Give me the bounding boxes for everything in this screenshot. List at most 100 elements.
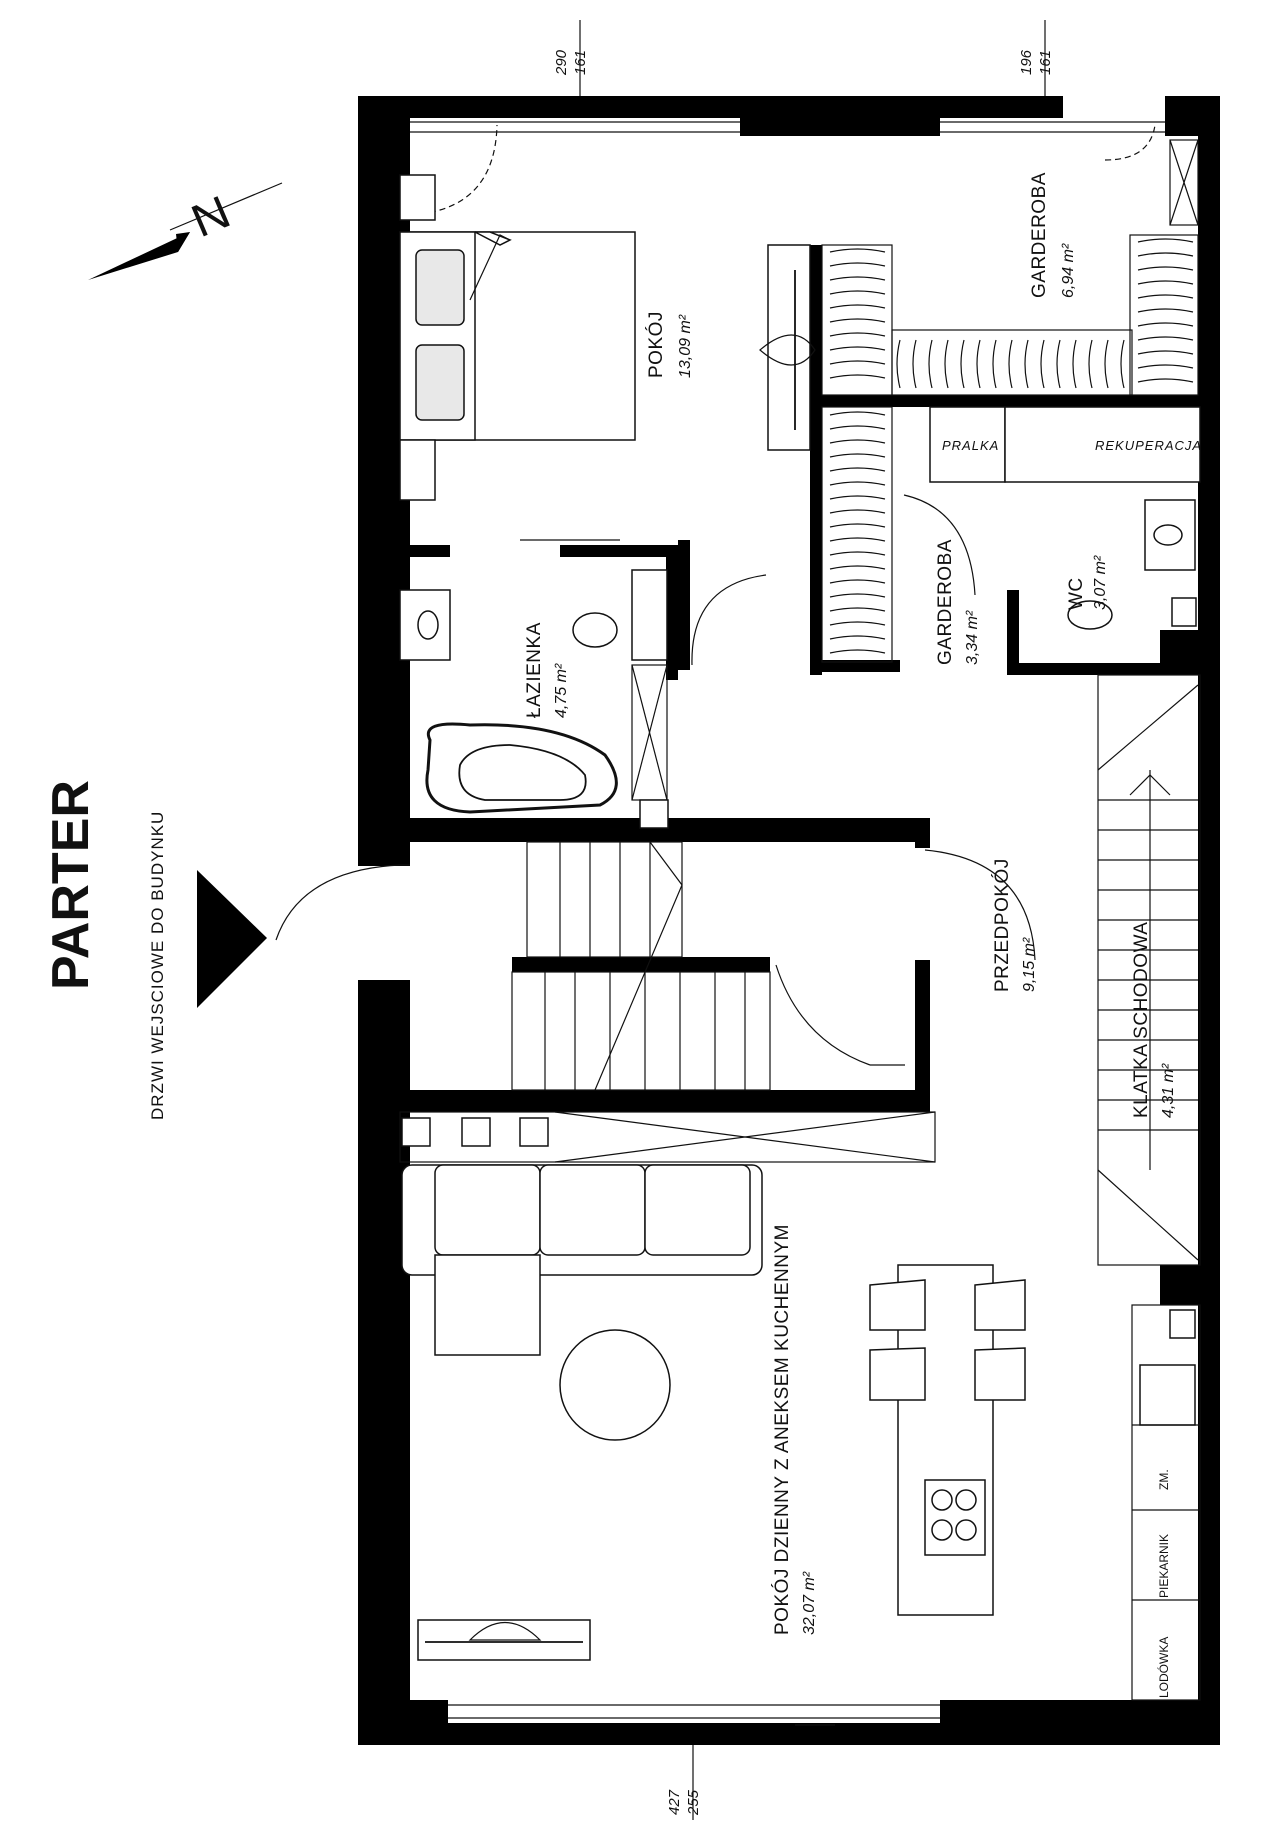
north-label: N xyxy=(184,186,238,248)
hanger xyxy=(1072,339,1077,389)
hanger xyxy=(1137,294,1194,299)
hanger xyxy=(829,607,886,612)
north-arrow-icon xyxy=(88,182,283,280)
hanger xyxy=(1137,280,1194,285)
hanger xyxy=(1104,339,1109,389)
dimension-lines xyxy=(579,20,1046,1820)
dim-top-left-2: 161 xyxy=(572,50,589,75)
stairs-center xyxy=(511,841,771,1091)
hanger xyxy=(829,509,886,514)
hanger xyxy=(829,523,886,528)
svg-text:9,15 m²: 9,15 m² xyxy=(1021,937,1038,992)
hanger xyxy=(829,276,886,281)
svg-text:13,09 m²: 13,09 m² xyxy=(677,314,694,378)
svg-text:6,94 m²: 6,94 m² xyxy=(1060,243,1077,298)
hanger xyxy=(1008,339,1013,389)
hanger xyxy=(829,411,886,416)
dim-top-left-1: 290 xyxy=(553,49,570,76)
piekarnik-label: PIEKARNIK xyxy=(1157,1534,1171,1598)
svg-text:3,34 m²: 3,34 m² xyxy=(964,610,981,665)
hanger xyxy=(1040,339,1045,389)
hanger xyxy=(960,339,965,389)
tv-unit xyxy=(759,244,816,451)
page-title: PARTER xyxy=(42,780,100,990)
hanger xyxy=(1137,378,1194,383)
hanger xyxy=(829,579,886,584)
hanger xyxy=(829,318,886,323)
stairs-klatka xyxy=(1097,674,1201,1266)
hanger xyxy=(1024,339,1029,389)
hanger xyxy=(1137,350,1194,355)
svg-text:4,31 m²: 4,31 m² xyxy=(1160,1063,1177,1118)
doors xyxy=(275,124,1156,1726)
svg-text:PRZEDPOKÓJ: PRZEDPOKÓJ xyxy=(991,858,1013,992)
hanger xyxy=(976,339,981,389)
hanger xyxy=(829,248,886,253)
hanger xyxy=(1137,322,1194,327)
hanger xyxy=(829,453,886,458)
room-przedpokoj: PRZEDPOKÓJ 9,15 m² xyxy=(991,858,1038,992)
wardrobe-hangers xyxy=(821,139,1201,663)
hanger xyxy=(829,346,886,351)
wc-fixtures xyxy=(1067,499,1197,630)
hanger xyxy=(829,481,886,486)
svg-text:ŁAZIENKA: ŁAZIENKA xyxy=(524,622,545,718)
dim-top-right-1: 196 xyxy=(1018,49,1035,75)
hanger xyxy=(829,360,886,365)
svg-text:32,07 m²: 32,07 m² xyxy=(801,1571,818,1635)
hanger xyxy=(1137,238,1194,243)
kitchen-counter xyxy=(1131,1304,1201,1701)
nightstand-2 xyxy=(399,439,436,501)
room-klatka: KLATKA SCHODOWA 4,31 m² xyxy=(1131,922,1177,1118)
entrance-label: DRZWI WEJSCIOWE DO BUDYNKU xyxy=(148,811,167,1120)
hanger xyxy=(1056,339,1061,389)
hanger xyxy=(912,339,917,389)
svg-text:GARDEROBA: GARDEROBA xyxy=(1029,172,1050,298)
outer-walls xyxy=(358,96,1220,1745)
dim-bottom-1: 427 xyxy=(666,1789,683,1815)
hanger xyxy=(829,374,886,379)
hanger xyxy=(928,339,933,389)
svg-text:POKÓJ: POKÓJ xyxy=(645,311,667,378)
hanger xyxy=(1137,266,1194,271)
round-rug xyxy=(559,1329,671,1441)
svg-text:4,75 m²: 4,75 m² xyxy=(553,663,570,718)
room-lazienka: ŁAZIENKA 4,75 m² xyxy=(524,622,570,718)
lodowka-label: LODÓWKA xyxy=(1156,1637,1171,1698)
windows xyxy=(410,118,1165,1723)
hanger xyxy=(992,339,997,389)
hanger xyxy=(829,425,886,430)
hanger xyxy=(829,565,886,570)
hanger xyxy=(1137,252,1194,257)
hanger xyxy=(829,593,886,598)
pralka-label: PRALKA xyxy=(942,438,999,453)
bathroom-fixtures xyxy=(399,569,669,829)
hanger xyxy=(829,290,886,295)
hanger xyxy=(1137,336,1194,341)
room-garderoba-1: GARDEROBA 6,94 m² xyxy=(1029,172,1077,298)
hanger xyxy=(829,551,886,556)
dim-top-right-2: 161 xyxy=(1037,50,1054,75)
svg-text:KLATKA SCHODOWA: KLATKA SCHODOWA xyxy=(1131,922,1152,1118)
dining-set xyxy=(869,1264,1026,1616)
hanger xyxy=(1137,308,1194,313)
hanger xyxy=(829,467,886,472)
hanger xyxy=(829,635,886,640)
hanger xyxy=(1088,339,1093,389)
svg-text:3,07 m²: 3,07 m² xyxy=(1092,555,1109,610)
nightstand xyxy=(399,174,436,221)
svg-text:WC: WC xyxy=(1066,577,1087,610)
hanger xyxy=(829,262,886,267)
tv-unit-living xyxy=(417,1619,591,1661)
hanger xyxy=(829,439,886,444)
hanger xyxy=(896,339,901,389)
entrance-arrow-icon xyxy=(197,870,267,1008)
svg-text:GARDEROBA: GARDEROBA xyxy=(935,539,956,665)
hanger xyxy=(829,649,886,654)
dim-bottom-2: 255 xyxy=(685,1789,702,1816)
hanger xyxy=(829,495,886,500)
room-dzienny: POKÓJ DZIENNY Z ANEKSEM KUCHENNYM 32,07 … xyxy=(771,1224,818,1635)
rekuperacja-label: REKUPERACJA xyxy=(1095,438,1202,453)
hanger xyxy=(1137,364,1194,369)
